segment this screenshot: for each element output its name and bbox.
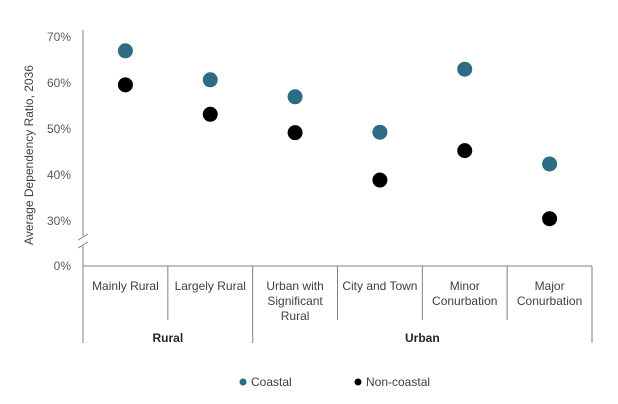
non-coastal-point bbox=[202, 106, 218, 122]
y-axis-label: Average Dependency Ratio, 2036 bbox=[22, 65, 36, 245]
y-axis-break-mark bbox=[77, 233, 89, 241]
y-tick-label: 60% bbox=[47, 76, 71, 90]
coastal-point bbox=[117, 43, 133, 59]
category-label: Urban with bbox=[266, 279, 323, 293]
y-tick-label: 70% bbox=[47, 30, 71, 44]
data-points bbox=[117, 43, 558, 227]
category-label: Major bbox=[535, 279, 565, 293]
y-axis-break-mark bbox=[77, 241, 89, 249]
legend-label: Coastal bbox=[251, 375, 292, 389]
category-label: Rural bbox=[281, 309, 310, 323]
category-label: Conurbation bbox=[432, 294, 497, 308]
category-label: City and Town bbox=[342, 279, 417, 293]
y-tick-label: 0% bbox=[54, 259, 72, 273]
y-tick-labels: 70% 60% 50% 40% 30% 0% bbox=[47, 30, 71, 273]
coastal-point bbox=[202, 72, 218, 88]
group-label: Urban bbox=[405, 331, 440, 345]
legend: Coastal Non-coastal bbox=[239, 375, 430, 389]
non-coastal-point bbox=[117, 77, 133, 93]
group-label: Rural bbox=[152, 331, 183, 345]
category-label: Significant bbox=[267, 294, 323, 308]
non-coastal-point bbox=[542, 211, 558, 227]
non-coastal-point bbox=[372, 172, 388, 188]
category-label: Conurbation bbox=[517, 294, 582, 308]
legend-marker bbox=[239, 378, 247, 386]
category-label: Largely Rural bbox=[175, 279, 246, 293]
non-coastal-point bbox=[287, 125, 303, 141]
y-tick-label: 40% bbox=[47, 168, 71, 182]
category-label: Mainly Rural bbox=[92, 279, 159, 293]
legend-label: Non-coastal bbox=[366, 375, 430, 389]
legend-marker bbox=[354, 378, 362, 386]
y-tick-label: 50% bbox=[47, 122, 71, 136]
group-labels: Rural Urban bbox=[152, 331, 439, 345]
coastal-point bbox=[372, 124, 388, 140]
non-coastal-point bbox=[457, 143, 473, 159]
chart-axes bbox=[77, 30, 593, 343]
coastal-point bbox=[287, 89, 303, 105]
coastal-point bbox=[542, 156, 558, 172]
category-label: Minor bbox=[450, 279, 480, 293]
y-tick-label: 30% bbox=[47, 214, 71, 228]
category-labels: Mainly Rural Largely Rural Urban withSigni… bbox=[92, 279, 582, 323]
coastal-point bbox=[457, 61, 473, 77]
